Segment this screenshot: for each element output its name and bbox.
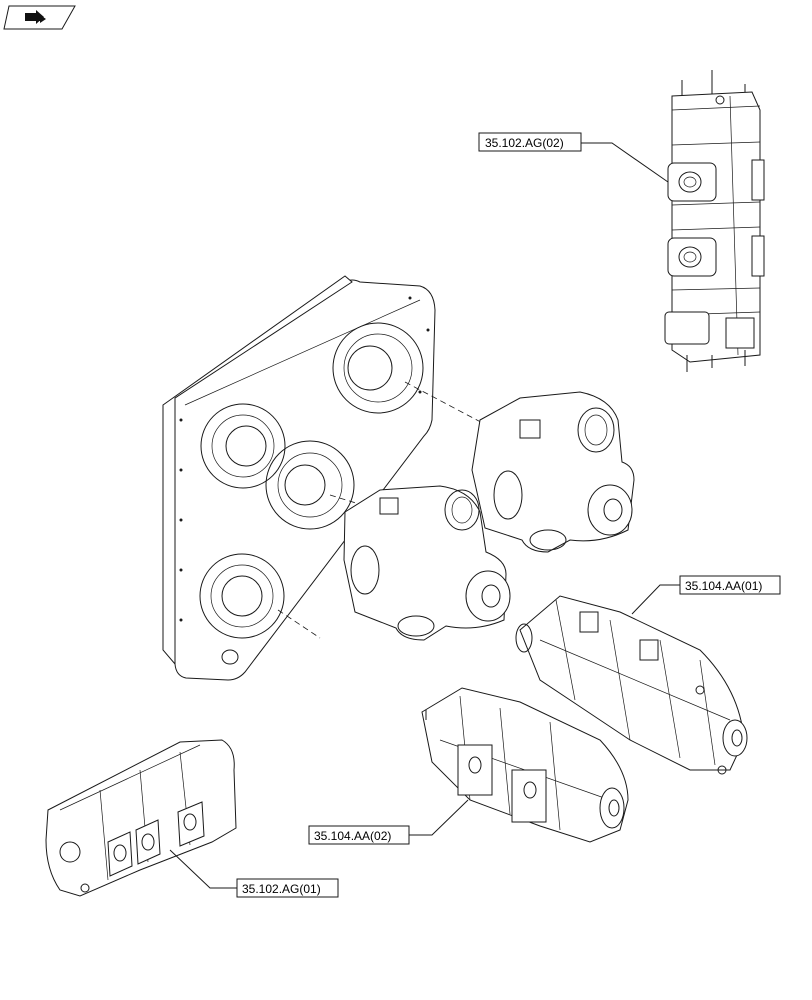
pump-housing-upper <box>471 391 635 553</box>
alignment-lines <box>277 381 493 639</box>
callout-label: 35.102.AG(01) <box>242 882 321 896</box>
callout-35-102-ag02[interactable]: 35.102.AG(02) <box>478 132 669 183</box>
nav-back-button[interactable] <box>3 5 76 30</box>
callout-35-104-aa02[interactable]: 35.104.AA(02) <box>308 799 469 845</box>
gear-pump-lower-left <box>45 739 237 897</box>
callout-35-102-ag01[interactable]: 35.102.AG(01) <box>169 849 339 898</box>
gearbox-plate <box>162 275 436 681</box>
back-arrow-icon <box>25 10 46 24</box>
callout-35-104-aa01[interactable]: 35.104.AA(01) <box>631 575 781 615</box>
pump-housing-lower <box>343 485 511 641</box>
callout-label: 35.102.AG(02) <box>485 136 564 150</box>
callout-label: 35.104.AA(01) <box>685 579 762 593</box>
callout-label: 35.104.AA(02) <box>314 829 391 843</box>
triple-pump-lower <box>421 687 629 843</box>
triple-pump-upper <box>515 595 748 775</box>
tandem-pump-vertical <box>664 70 765 372</box>
